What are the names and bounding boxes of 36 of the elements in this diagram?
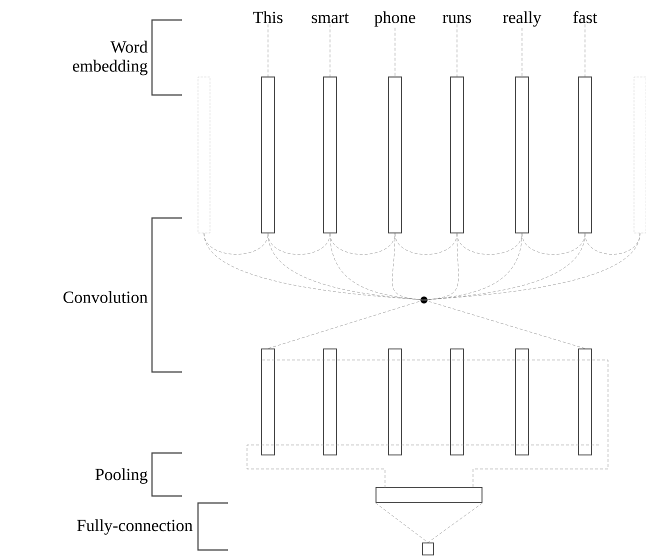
vector-bar (323, 348, 337, 456)
word-text: phone (374, 11, 416, 27)
padding-vector (198, 76, 210, 234)
feature-dot (420, 296, 428, 304)
connector-line (424, 300, 586, 349)
connector-line (268, 233, 424, 300)
connector-line (394, 28, 396, 77)
vector-bar (578, 76, 592, 234)
connector-line (424, 232, 640, 300)
section-label: Fully-connection (77, 519, 193, 535)
vector-bar (388, 76, 402, 234)
connector-line (392, 233, 424, 300)
section-label: Pooling (95, 468, 148, 484)
connector-line (268, 300, 424, 349)
vector-bar (450, 76, 464, 234)
connector-line (456, 24, 458, 77)
output-square (422, 542, 434, 556)
word-text: smart (312, 13, 349, 24)
vector-bar (515, 76, 529, 234)
word-text: really (503, 11, 542, 27)
vector-bar (515, 348, 529, 456)
vector-bar (450, 348, 464, 456)
vector-bar (261, 76, 275, 234)
word-text: This (253, 11, 282, 24)
padding-vector (634, 76, 646, 234)
section-label: Convolution (63, 291, 148, 303)
vector-bar (376, 487, 482, 503)
vector-bar (261, 348, 275, 456)
connector-line (375, 502, 483, 543)
vector-bar (323, 76, 337, 234)
connector-line (584, 24, 586, 77)
vector-bar (578, 348, 592, 456)
vector-bar (388, 348, 402, 456)
word-text: fast (573, 11, 598, 24)
section-label: Word embedding (72, 40, 148, 76)
word-text: runs (442, 14, 472, 24)
